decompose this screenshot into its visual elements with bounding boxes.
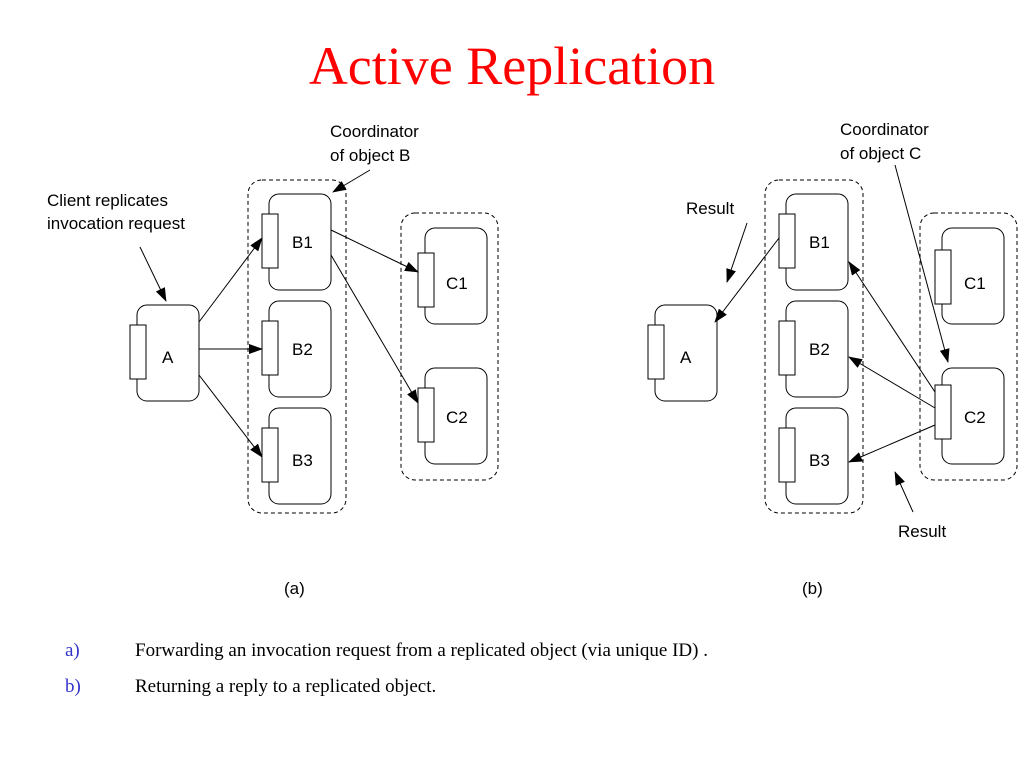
arrow-b1-to-c2 [330, 254, 419, 404]
arrow-coordinator-c [894, 164, 950, 363]
group-c-boundary [919, 212, 1018, 481]
diagram-b: A B1 B2 B3 C1 C2 [647, 120, 1018, 598]
diagram-a: A B1 B2 B3 C1 C2 [47, 122, 499, 598]
object-c1: C1 [417, 227, 488, 325]
client-note-line1: Client replicates [47, 191, 168, 210]
bullet-marker: b) [65, 676, 81, 697]
arrow-c2-to-b3 [848, 424, 936, 463]
group-c-boundary [400, 212, 499, 481]
arrow-coordinator-b [332, 169, 371, 193]
arrow-a-to-b3 [198, 374, 263, 458]
coordinator-c-line1: Coordinator [840, 120, 929, 139]
proxy-stub [934, 384, 952, 440]
object-label-c2: C2 [964, 408, 986, 427]
object-b2: B2 [261, 300, 332, 398]
object-label-b3: B3 [292, 451, 313, 470]
coordinator-b-line2: of object B [330, 146, 410, 165]
group-b-boundary [764, 179, 864, 514]
object-c1: C1 [934, 227, 1005, 325]
arrow-client-note [139, 246, 167, 302]
arrow-c2-to-b2 [848, 356, 936, 409]
result-label-bottom: Result [898, 522, 946, 541]
arrow-result-top [726, 222, 748, 283]
caption-a: (a) [284, 579, 305, 598]
object-label-b2: B2 [809, 340, 830, 359]
proxy-stub [934, 249, 952, 305]
proxy-stub [778, 213, 796, 269]
replication-diagram: A B1 B2 B3 C1 C2 [47, 120, 1018, 598]
proxy-stub [129, 324, 147, 380]
object-label-a: A [680, 348, 692, 367]
object-c2: C2 [417, 367, 488, 465]
arrow-b1-to-c1 [330, 229, 419, 273]
object-label-a: A [162, 348, 174, 367]
bullet-text: Forwarding an invocation request from a … [135, 640, 708, 661]
object-a: A [647, 304, 718, 402]
object-label-c1: C1 [446, 274, 468, 293]
object-b3: B3 [778, 407, 849, 505]
coordinator-c-line2: of object C [840, 144, 921, 163]
group-b-boundary [247, 179, 347, 514]
bullet-text: Returning a reply to a replicated object… [135, 676, 437, 697]
proxy-stub [778, 320, 796, 376]
object-label-b1: B1 [292, 233, 313, 252]
object-b1: B1 [778, 193, 849, 291]
object-c2: C2 [934, 367, 1005, 465]
object-label-b1: B1 [809, 233, 830, 252]
proxy-stub [647, 324, 665, 380]
arrow-b1-to-a [714, 237, 780, 323]
arrow-c2-to-b1 [848, 261, 936, 393]
object-b1: B1 [261, 193, 332, 291]
object-label-b3: B3 [809, 451, 830, 470]
proxy-stub [417, 387, 435, 443]
proxy-stub [417, 252, 435, 308]
object-label-b2: B2 [292, 340, 313, 359]
object-b3: B3 [261, 407, 332, 505]
coordinator-b-line1: Coordinator [330, 122, 419, 141]
client-note-line2: invocation request [47, 214, 185, 233]
proxy-stub [261, 320, 279, 376]
object-a: A [129, 304, 200, 402]
object-label-c2: C2 [446, 408, 468, 427]
bullet-marker: a) [65, 640, 80, 661]
proxy-stub [261, 213, 279, 269]
object-label-c1: C1 [964, 274, 986, 293]
slide-title: Active Replication [308, 36, 716, 96]
result-label-top: Result [686, 199, 734, 218]
arrow-a-to-b1 [198, 237, 263, 323]
arrow-result-bottom [894, 471, 914, 513]
proxy-stub [778, 427, 796, 483]
caption-b: (b) [802, 579, 823, 598]
proxy-stub [261, 427, 279, 483]
object-b2: B2 [778, 300, 849, 398]
